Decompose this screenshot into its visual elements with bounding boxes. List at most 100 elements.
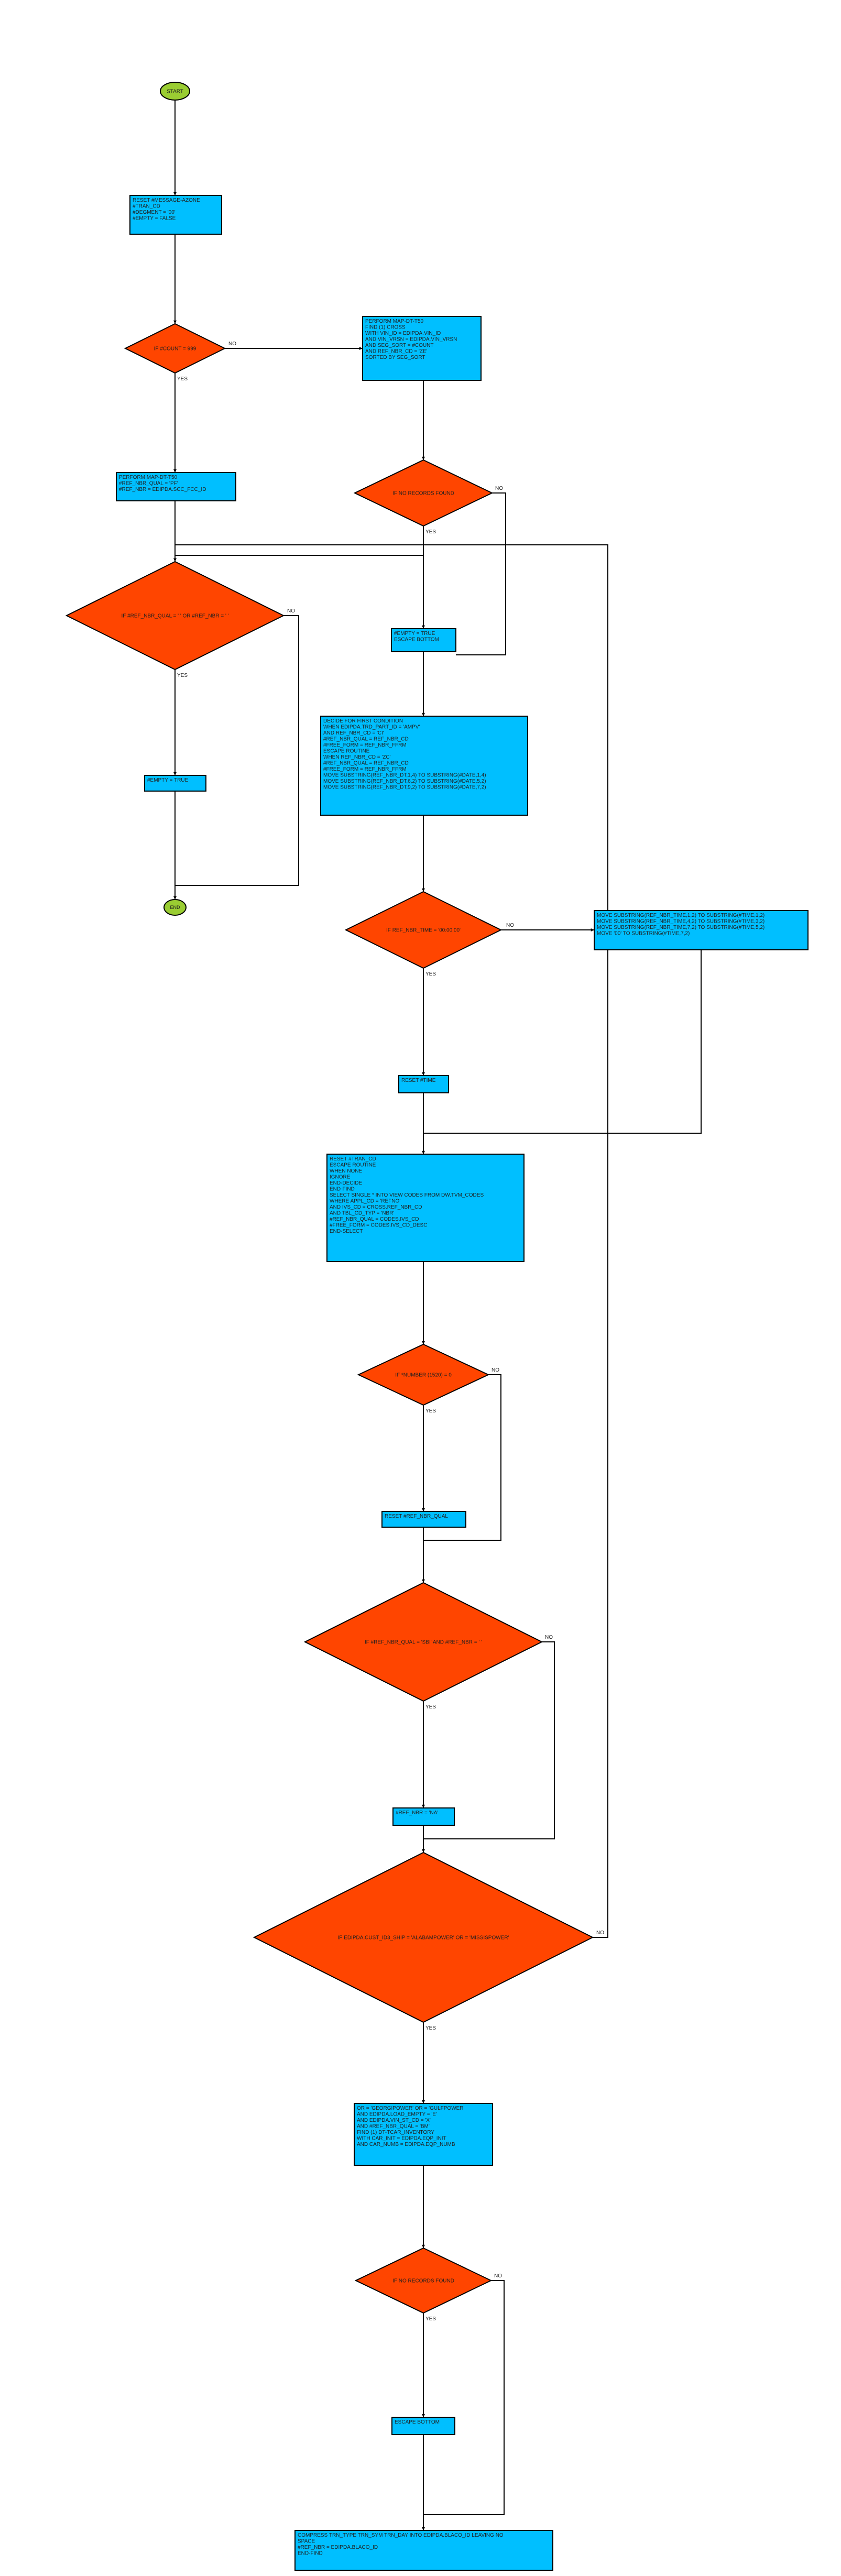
node-text-line: #REF_NBR = 'NA' bbox=[396, 1810, 438, 1816]
arrowhead bbox=[359, 346, 363, 350]
node-text-line: PERFORM MAP-DT-T50 bbox=[365, 319, 424, 324]
node-text-line: AND REF_NBR_CD = 'ZE' bbox=[365, 349, 428, 355]
node-text-line: IGNORE bbox=[330, 1175, 351, 1180]
arrowhead bbox=[421, 2414, 425, 2417]
edge-label-d2-yes: YES bbox=[425, 529, 436, 535]
edge-label-d1-yes: YES bbox=[177, 376, 188, 382]
node-text-line: IF EDIPDA.CUST_ID3_SHIP = 'ALABAMPOWER' … bbox=[338, 1935, 509, 1941]
node-text-line: AND VIN_VRSN = EDIPDA.VIN_VRSN bbox=[365, 337, 457, 343]
node-text-line: PERFORM MAP-DT-T50 bbox=[119, 475, 178, 480]
arrowhead bbox=[173, 896, 177, 900]
node-text-line: END-FIND bbox=[298, 2551, 323, 2557]
node-text-line: END-SELECT bbox=[330, 1229, 363, 1234]
arrowhead bbox=[421, 888, 425, 892]
node-text-line: WHERE APPL_CD = 'REFNO' bbox=[330, 1199, 400, 1204]
node-text-line: MOVE SUBSTRING(REF_NBR_TIME,1,2) TO SUBS… bbox=[597, 913, 764, 918]
node-n13: ESCAPE BOTTOM bbox=[391, 2417, 455, 2435]
node-text-line: AND REF_NBR_CD = 'CI' bbox=[323, 730, 384, 736]
node-text-line: END-DECIDE bbox=[330, 1180, 363, 1186]
connector-line bbox=[456, 492, 506, 655]
connector-line bbox=[175, 615, 299, 886]
arrowhead bbox=[173, 469, 177, 473]
node-text-line: ESCAPE BOTTOM bbox=[395, 2419, 440, 2425]
node-text-line: AND CAR_NUMB = EDIPDA.EQP_NUMB bbox=[357, 2142, 455, 2147]
process-box bbox=[362, 316, 482, 381]
edge-label-d5-no: NO bbox=[492, 1367, 499, 1373]
process-box bbox=[294, 2530, 553, 2571]
node-text-line: ESCAPE ROUTINE bbox=[330, 1163, 376, 1168]
node-text-line: #EMPTY = FALSE bbox=[133, 216, 176, 222]
arrowhead bbox=[421, 2527, 425, 2530]
node-text-line: ESCAPE BOTTOM bbox=[394, 637, 439, 643]
process-box bbox=[398, 1075, 449, 1093]
node-n12: OR = 'GEORGIPOWER' OR = 'GULFPOWER'AND E… bbox=[354, 2103, 493, 2166]
node-text-line: #REF_NBR_QUAL = CODES.IVS_CD bbox=[330, 1216, 419, 1222]
node-text-line: SORTED BY SEG_SORT bbox=[365, 355, 425, 360]
process-box bbox=[392, 1807, 455, 1826]
node-text-line: MOVE SUBSTRING(REF_NBR_DT,6,2) TO SUBSTR… bbox=[323, 779, 486, 784]
node-text-line: RESET #REF_NBR_QUAL bbox=[385, 1514, 448, 1519]
arrowhead bbox=[421, 1804, 425, 1808]
decision-diamond bbox=[65, 561, 285, 671]
edge-label-d2-no: NO bbox=[495, 486, 503, 491]
edge-label-d4-no: NO bbox=[506, 923, 514, 928]
arrowhead bbox=[421, 1150, 425, 1154]
node-text-line: END bbox=[170, 905, 180, 910]
node-text-line: AND IVS_CD = CROSS.REF_NBR_CD bbox=[330, 1204, 422, 1210]
node-text-line: WHEN REF_NBR_CD = 'ZC' bbox=[323, 754, 391, 760]
edge-label-d8-no: NO bbox=[494, 2273, 502, 2279]
node-text-line: WHEN EDIPDA.TRD_PART_ID = 'AMPV' bbox=[323, 725, 420, 730]
node-text-line: AND EDIPDA.LOAD_EMPTY = 'E' bbox=[357, 2112, 437, 2118]
node-d2: IF NO RECORDS FOUND bbox=[353, 459, 494, 527]
node-text-line: FIND (1) DT-TCAR_INVENTORY bbox=[357, 2130, 434, 2135]
process-box bbox=[320, 716, 528, 816]
node-text-line: IF NO RECORDS FOUND bbox=[392, 2278, 454, 2284]
node-text-line: IF *NUMBER (1520) = 0 bbox=[395, 1373, 452, 1378]
node-text-line: AND EDIPDA.VIN_ST_CD = 'X' bbox=[357, 2118, 431, 2123]
node-n6: #EMPTY = TRUE bbox=[144, 775, 206, 792]
node-text-line: #REF_NBR_QUAL = REF_NBR_CD bbox=[323, 761, 409, 766]
node-d5: IF *NUMBER (1520) = 0 bbox=[357, 1343, 490, 1406]
arrowhead bbox=[591, 928, 594, 932]
connector-line bbox=[423, 1374, 501, 1541]
process-box bbox=[594, 910, 809, 950]
process-box bbox=[326, 1154, 525, 1262]
connector-line bbox=[175, 544, 608, 1938]
node-d1: IF #COUNT = 999 bbox=[124, 323, 226, 374]
node-text-line: #EMPTY = TRUE bbox=[394, 631, 435, 637]
node-d8: IF NO RECORDS FOUND bbox=[354, 2247, 493, 2314]
decision-diamond bbox=[344, 891, 503, 969]
decision-diamond bbox=[253, 1851, 594, 2023]
node-text-line: END-FIND bbox=[330, 1187, 355, 1192]
node-end: END bbox=[163, 899, 187, 916]
process-box bbox=[116, 472, 236, 501]
arrowhead bbox=[173, 192, 177, 195]
connector-line bbox=[423, 950, 702, 1134]
node-text-line: IF NO RECORDS FOUND bbox=[392, 491, 454, 497]
edge-label-d6-yes: YES bbox=[425, 1704, 436, 1710]
node-text-line: WITH VIN_ID = EDIPDA.VIN_ID bbox=[365, 331, 441, 336]
terminal-ellipse bbox=[163, 899, 187, 916]
node-text-line: IF #COUNT = 999 bbox=[154, 346, 196, 352]
decision-diamond bbox=[303, 1582, 543, 1702]
edge-label-d3-yes: YES bbox=[177, 673, 188, 678]
node-text-line: OR = 'GEORGIPOWER' OR = 'GULFPOWER' bbox=[357, 2106, 465, 2111]
node-n14: COMPRESS TRN_TYPE TRN_SYM TRN_DAY INTO E… bbox=[294, 2530, 553, 2571]
edge-label-d8-yes: YES bbox=[425, 2316, 436, 2322]
process-box bbox=[129, 195, 222, 235]
node-text-line: WITH CAR_INIT = EDIPDA.EQP_INIT bbox=[357, 2136, 446, 2142]
arrowhead bbox=[421, 1508, 425, 1511]
node-text-line: #FREE_FORM = REF_NBR_FFRM bbox=[323, 766, 407, 772]
decision-diamond bbox=[354, 2247, 493, 2314]
connector-line bbox=[423, 2280, 505, 2515]
node-text-line: START bbox=[167, 89, 183, 95]
decision-diamond bbox=[124, 323, 226, 374]
arrowhead bbox=[421, 456, 425, 460]
node-d3: IF #REF_NBR_QUAL = ' ' OR #REF_NBR = ' ' bbox=[65, 561, 285, 671]
node-text-line: AND SEG_SORT = #COUNT bbox=[365, 343, 434, 348]
node-text-line: MOVE SUBSTRING(REF_NBR_TIME,7,2) TO SUBS… bbox=[597, 925, 764, 930]
process-box bbox=[144, 775, 206, 792]
